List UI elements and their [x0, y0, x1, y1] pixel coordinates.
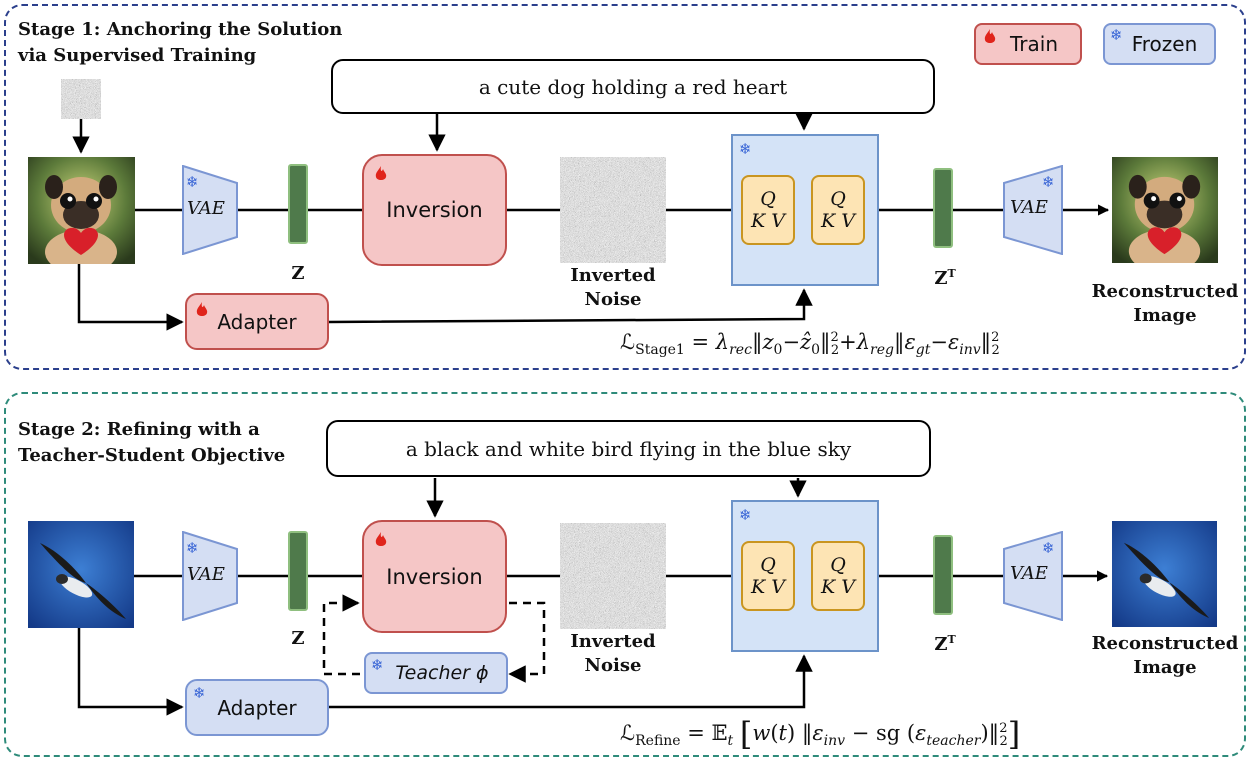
- output-bird-image: [1111, 521, 1218, 627]
- input-bird-image: [28, 521, 134, 628]
- legend-train-label: Train: [1010, 32, 1058, 56]
- stage1-inverted-noise: [560, 157, 666, 263]
- stage2-inverted-noise: [560, 523, 666, 629]
- stage1-vae-encoder: [182, 165, 238, 255]
- stage2-prompt-box: a black and white bird flying in the blu…: [326, 420, 931, 477]
- stage2-output-label: Reconstructed Image: [1091, 633, 1239, 678]
- snowflake-icon: ❄: [739, 140, 752, 158]
- stage2-loss-formula: ℒRefine = 𝔼t [w(t) ‖εinv − sg (εteacher)…: [620, 715, 1021, 753]
- stage1-output-label: Reconstructed Image: [1091, 281, 1239, 326]
- snowflake-icon: ❄: [739, 506, 752, 524]
- legend-train: Train: [974, 23, 1082, 65]
- stage2-title: Stage 2: Refining with a Teacher-Student…: [18, 419, 286, 466]
- stage2-teacher-label: Teacher: [395, 662, 470, 684]
- stage2-inversion-box: Inversion: [362, 520, 507, 633]
- stage2-vae-encoder-label: VAE: [187, 564, 225, 585]
- stage1-noise-label: Inverted Noise: [570, 265, 656, 310]
- stage1-z-label: Z: [291, 263, 305, 284]
- legend-frozen-label: Frozen: [1131, 32, 1198, 56]
- snowflake-icon: ❄: [186, 539, 199, 557]
- stage1-vae-decoder: [1003, 165, 1063, 255]
- stage1-loss-formula: ℒStage1 = λrec‖z0−ẑ0‖22+λreg‖εgt−εinv‖22: [620, 330, 1000, 359]
- stage2-vae-decoder-label: VAE: [1010, 563, 1048, 584]
- stage1-title: Stage 1: Anchoring the Solution via Supe…: [18, 19, 343, 66]
- stage1-inversion-label: Inversion: [386, 198, 483, 222]
- stage2-teacher-symbol: ϕ: [476, 662, 489, 684]
- snowflake-icon: ❄: [1042, 539, 1055, 557]
- input-noise-image: [61, 79, 101, 119]
- stage1-latent-zt: [933, 168, 953, 248]
- snowflake-icon: ❄: [371, 656, 384, 674]
- stage1-inversion-box: Inversion: [362, 154, 507, 266]
- stage2-adapter-box: ❄ Adapter: [185, 679, 329, 736]
- snowflake-icon: ❄: [186, 173, 199, 191]
- snowflake-icon: ❄: [1110, 26, 1123, 44]
- stage1-prompt-text: a cute dog holding a red heart: [478, 74, 788, 99]
- stage2-inversion-label: Inversion: [386, 564, 483, 589]
- stage2-teacher-box: ❄ Teacher ϕ: [364, 652, 508, 694]
- output-dog-image: [1112, 157, 1218, 263]
- snowflake-icon: ❄: [193, 684, 206, 702]
- legend-frozen: ❄ Frozen: [1103, 23, 1216, 65]
- flame-icon: [375, 532, 387, 546]
- stage2-adapter-label: Adapter: [217, 695, 297, 720]
- stage2-noise-label: Inverted Noise: [570, 631, 656, 676]
- stage2-vae-decoder: [1003, 531, 1063, 621]
- stage1-adapter-box: Adapter: [185, 293, 329, 350]
- stage1-zt-label: ZT: [934, 267, 956, 289]
- stage1-frame: [4, 4, 1246, 370]
- flame-icon: [196, 302, 208, 316]
- input-dog-image: [28, 157, 135, 264]
- stage2-latent-z: [288, 531, 308, 611]
- stage2-zt-label: ZT: [934, 633, 956, 655]
- stage1-latent-z: [288, 164, 308, 244]
- flame-icon: [375, 166, 387, 180]
- stage2-vae-encoder: [182, 531, 238, 621]
- stage1-vae-decoder-label: VAE: [1010, 197, 1048, 218]
- stage1-prompt-box: a cute dog holding a red heart: [331, 59, 935, 114]
- snowflake-icon: ❄: [1042, 173, 1055, 191]
- stage1-vae-encoder-label: VAE: [187, 198, 225, 219]
- stage2-prompt-text: a black and white bird flying in the blu…: [405, 436, 852, 461]
- stage2-z-label: Z: [291, 628, 305, 649]
- stage2-latent-zt: [933, 535, 953, 615]
- flame-icon: [984, 29, 996, 43]
- stage2-frame: [4, 392, 1246, 757]
- stage1-adapter-label: Adapter: [217, 309, 297, 334]
